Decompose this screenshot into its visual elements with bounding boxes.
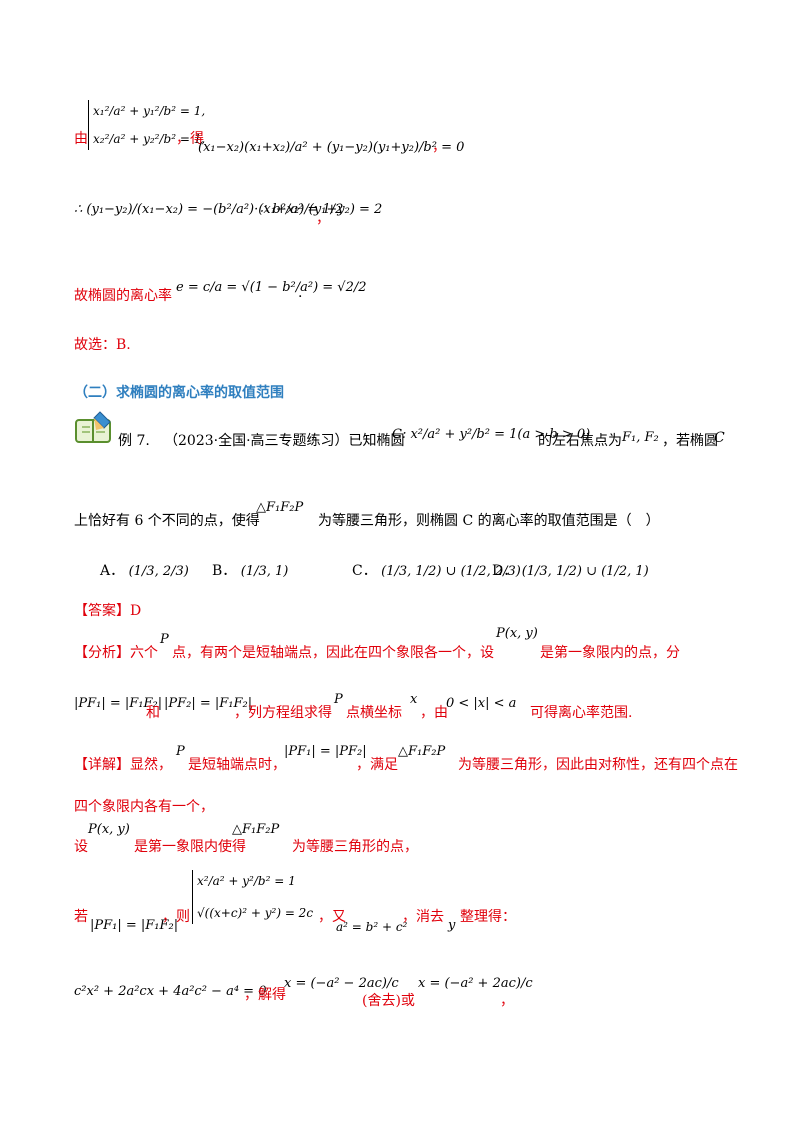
analysis-l1a: 六个 — [130, 645, 158, 661]
analysis-cond1: |PF₁| = |F₁F₂| — [74, 696, 163, 711]
analysis-l1c: 是第一象限内的点，分 — [540, 645, 680, 661]
detail-l1b: 是短轴端点时， — [188, 757, 286, 773]
period: . — [298, 285, 303, 301]
detail-l2: 四个象限内各有一个， — [74, 799, 214, 815]
detail-l3a: 设 — [74, 839, 88, 855]
detail-you: ，又 — [318, 909, 346, 925]
option-d: D． (1/3, 1/2) ∪ (1/2, 1) — [492, 560, 649, 580]
system-line-2: x₂²/a² + y₂²/b² = 1, — [93, 132, 206, 146]
section-heading: （二）求椭圆的离心率的取值范围 — [74, 385, 284, 401]
option-b-label: B． — [212, 563, 237, 579]
detail-tri: △F₁F₂P — [398, 744, 446, 759]
detail-l4-cond: |PF₁| = |F₁F₂| — [90, 918, 179, 933]
analysis-pxy: P(x, y) — [496, 626, 538, 641]
answer-choice: 故选：B. — [74, 337, 131, 353]
analysis-x: x — [410, 692, 418, 707]
option-a: A． (1/3, 2/3) — [100, 560, 189, 580]
you-prefix: 由 — [74, 131, 88, 147]
detail-y: y — [448, 918, 456, 933]
option-c: C． (1/3, 1/2) ∪ (1/2, 2/3) — [352, 560, 521, 580]
equation-system-2: x²/a² + y²/b² = 1 √((x+c)² + y²) = 2c — [192, 870, 313, 924]
detail-ruo: 若 — [74, 909, 88, 925]
analysis-l2c: ，由 — [420, 705, 448, 721]
foci-label: F₁, F₂ — [622, 430, 659, 445]
answer-tag: 【答案】 — [74, 603, 130, 619]
detail-p: P — [176, 744, 185, 759]
ellipse-equation: C: x²/a² + y²/b² = 1(a > b > 0) — [392, 427, 591, 442]
triangle-label: △F₁F₂P — [256, 500, 304, 515]
detail-pxy: P(x, y) — [88, 822, 130, 837]
analysis-l1b: 点，有两个是短轴端点，因此在四个象限各一个，设 — [172, 645, 494, 661]
difference-equation: (x₁−x₂)(x₁+x₂)/a² + (y₁−y₂)(y₁+y₂)/b² = … — [198, 140, 465, 155]
option-b: B． (1/3, 1) — [212, 560, 288, 580]
detail-quadratic: c²x² + 2a²cx + 4a²c² − a⁴ = 0 — [74, 984, 267, 999]
detail-abc: a² = b² + c² — [336, 920, 408, 934]
analysis-l2a: ，列方程组求得 — [234, 705, 332, 721]
comma-2: ， — [316, 211, 330, 227]
detail-l3b: 是第一象限内使得 — [134, 839, 246, 855]
option-a-label: A． — [100, 563, 125, 579]
detail-l1a: 显然， — [130, 757, 172, 773]
option-c-value: (1/3, 1/2) ∪ (1/2, 2/3) — [381, 564, 521, 579]
system2-line-2: √((x+c)² + y²) = 2c — [197, 906, 314, 920]
detail-eqpf: |PF₁| = |PF₂| — [284, 744, 367, 759]
detail-xiaoqu: ，消去 — [402, 909, 444, 925]
detail-sol2: x = (−a² + 2ac)/c — [418, 976, 533, 991]
example-line-2b: 为等腰三角形，则椭圆 C 的离心率的取值范围是（ ） — [318, 513, 660, 529]
detail-tag: 【详解】 — [74, 757, 130, 773]
analysis-he: 和 — [146, 705, 160, 721]
analysis-range: 0 < |x| < a — [446, 696, 517, 711]
detail-l3c: 为等腰三角形的点， — [292, 839, 418, 855]
analysis-cond2: |PF₂| = |F₁F₂| — [164, 696, 253, 711]
book-pencil-icon — [74, 410, 114, 444]
detail-l1d: 为等腰三角形，因此由对称性，还有四个点在 — [458, 757, 738, 773]
detail-sheqv: (舍去)或 — [362, 993, 415, 1009]
option-c-label: C． — [352, 563, 377, 579]
detail-jie: ，解得 — [244, 987, 286, 1003]
analysis-tag: 【分析】 — [74, 645, 130, 661]
detail-tri2: △F₁F₂P — [232, 822, 280, 837]
detail-zhengli: 整理得： — [460, 909, 516, 925]
example-line-2a: 上恰好有 6 个不同的点，使得 — [74, 513, 260, 529]
slope-equation: ∴ (y₁−y₂)/(x₁−x₂) = −(b²/a²)·(x₁+x₂)/(y₁… — [74, 202, 383, 217]
equation-system-1: x₁²/a² + y₁²/b² = 1, x₂²/a² + y₂²/b² = 1… — [88, 100, 205, 150]
example-text-1: 的左右焦点为 — [538, 433, 622, 449]
ratio-equation: ∴ b²/a² = 1/2 — [260, 202, 344, 217]
option-a-value: (1/3, 2/3) — [128, 564, 189, 579]
comma-1: ， — [432, 139, 446, 155]
system-line-1: x₁²/a² + y₁²/b² = 1, — [93, 104, 206, 118]
analysis-p2: P — [334, 692, 343, 707]
option-d-label: D． — [492, 563, 518, 579]
ecc-text: 故椭圆的离心率 — [74, 288, 172, 304]
system2-line-1: x²/a² + y²/b² = 1 — [197, 874, 296, 888]
detail-l1c: ，满足 — [356, 757, 398, 773]
detail-end: ， — [500, 993, 514, 1009]
answer-line: 【答案】D — [74, 600, 141, 620]
ellipse-c: C — [714, 430, 725, 446]
answer-value: D — [130, 603, 142, 619]
example-label: 例 7. — [118, 433, 150, 449]
analysis-l2d: 可得离心率范围. — [530, 705, 633, 721]
detail-sol1: x = (−a² − 2ac)/c — [284, 976, 399, 991]
ecc-formula: e = c/a = √(1 − b²/a²) = √2/2 — [176, 280, 367, 295]
example-text-2: ，若椭圆 — [662, 433, 718, 449]
option-b-value: (1/3, 1) — [240, 564, 289, 579]
example-source: （2023·全国·高三专题练习）已知椭圆 — [164, 433, 405, 449]
analysis-p: P — [160, 632, 169, 647]
option-d-value: (1/3, 1/2) ∪ (1/2, 1) — [521, 564, 649, 579]
detail-ze: ，则 — [162, 909, 190, 925]
analysis-l2b: 点横坐标 — [346, 705, 402, 721]
de-word: ，得 — [176, 131, 204, 147]
